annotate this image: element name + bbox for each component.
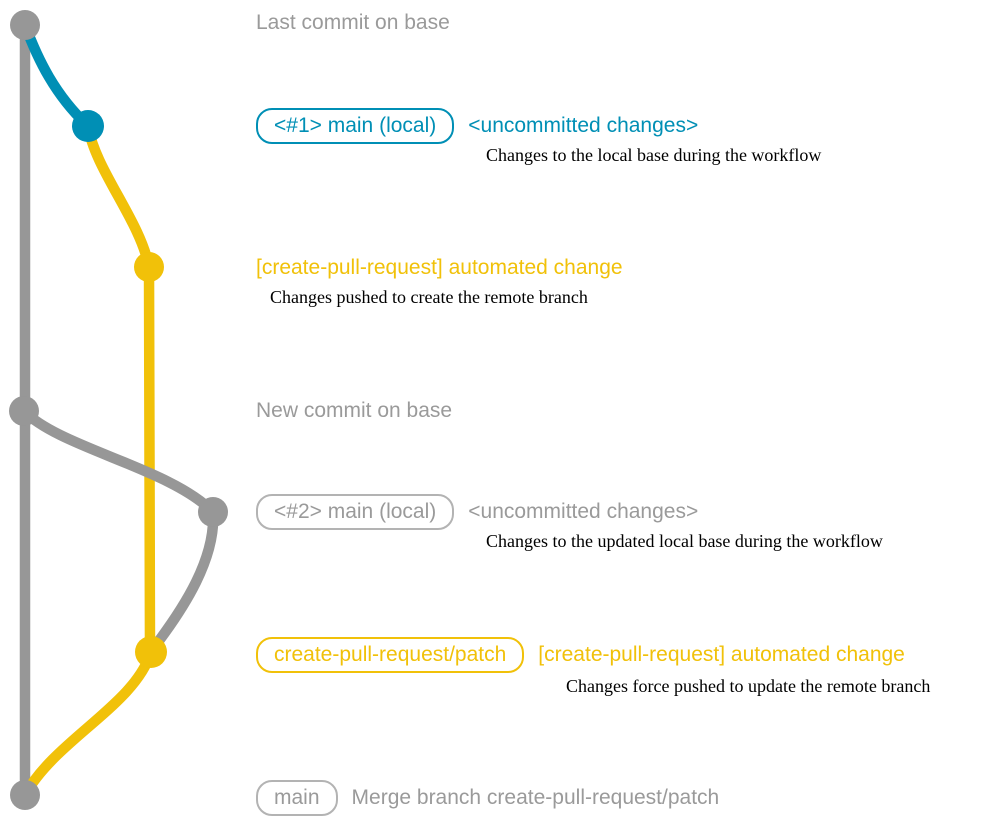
commit-dot-automated-change-1	[134, 252, 164, 282]
commit-message: New commit on base	[256, 399, 453, 422]
commit-message: <uncommitted changes>	[468, 500, 699, 523]
commit-message: <uncommitted changes>	[468, 114, 699, 137]
commit-dot-last-base	[10, 10, 40, 40]
patch-branch-out-line	[82, 120, 155, 273]
commit-message: [create-pull-request] automated change	[256, 256, 623, 279]
commit-note: Changes force pushed to update the remot…	[566, 676, 931, 696]
patch-merge-line	[19, 646, 157, 801]
patch-branch-trunk-line	[143, 261, 156, 658]
commit-row-merge: main Merge branch create-pull-request/pa…	[256, 780, 719, 816]
commit-row-main-local-1: <#1> main (local) <uncommitted changes> …	[256, 108, 821, 166]
branch-ref-badge-patch: create-pull-request/patch	[256, 637, 525, 673]
branch-ref-badge-main-local-1: <#1> main (local)	[256, 108, 455, 144]
commit-dot-new-base	[9, 396, 39, 426]
commit-note: Changes pushed to create the remote bran…	[270, 287, 588, 307]
commit-dot-main-local-1	[72, 110, 104, 142]
commit-row-last-base: Last commit on base	[256, 10, 450, 36]
local-main-1-branch-line	[19, 19, 94, 132]
commit-dot-main-local-2	[198, 497, 228, 527]
commit-row-main-local-2: <#2> main (local) <uncommitted changes> …	[256, 494, 883, 552]
commit-message: [create-pull-request] automated change	[538, 643, 905, 666]
commit-row-new-base: New commit on base	[256, 398, 452, 424]
branch-ref-badge-main-local-2: <#2> main (local)	[256, 494, 455, 530]
commit-message: Merge branch create-pull-request/patch	[351, 786, 720, 809]
commit-row-automated-change-1: [create-pull-request] automated change C…	[256, 255, 623, 308]
commit-note: Changes to the local base during the wor…	[486, 145, 822, 165]
local-main-2-branch-line	[18, 405, 219, 656]
commit-row-patch: create-pull-request/patch [create-pull-r…	[256, 637, 930, 697]
commit-dot-patch	[135, 636, 167, 668]
branch-ref-badge-main: main	[256, 780, 338, 816]
commit-dot-merge	[10, 780, 40, 810]
commit-message: Last commit on base	[256, 11, 450, 34]
commit-note: Changes to the updated local base during…	[486, 531, 883, 551]
